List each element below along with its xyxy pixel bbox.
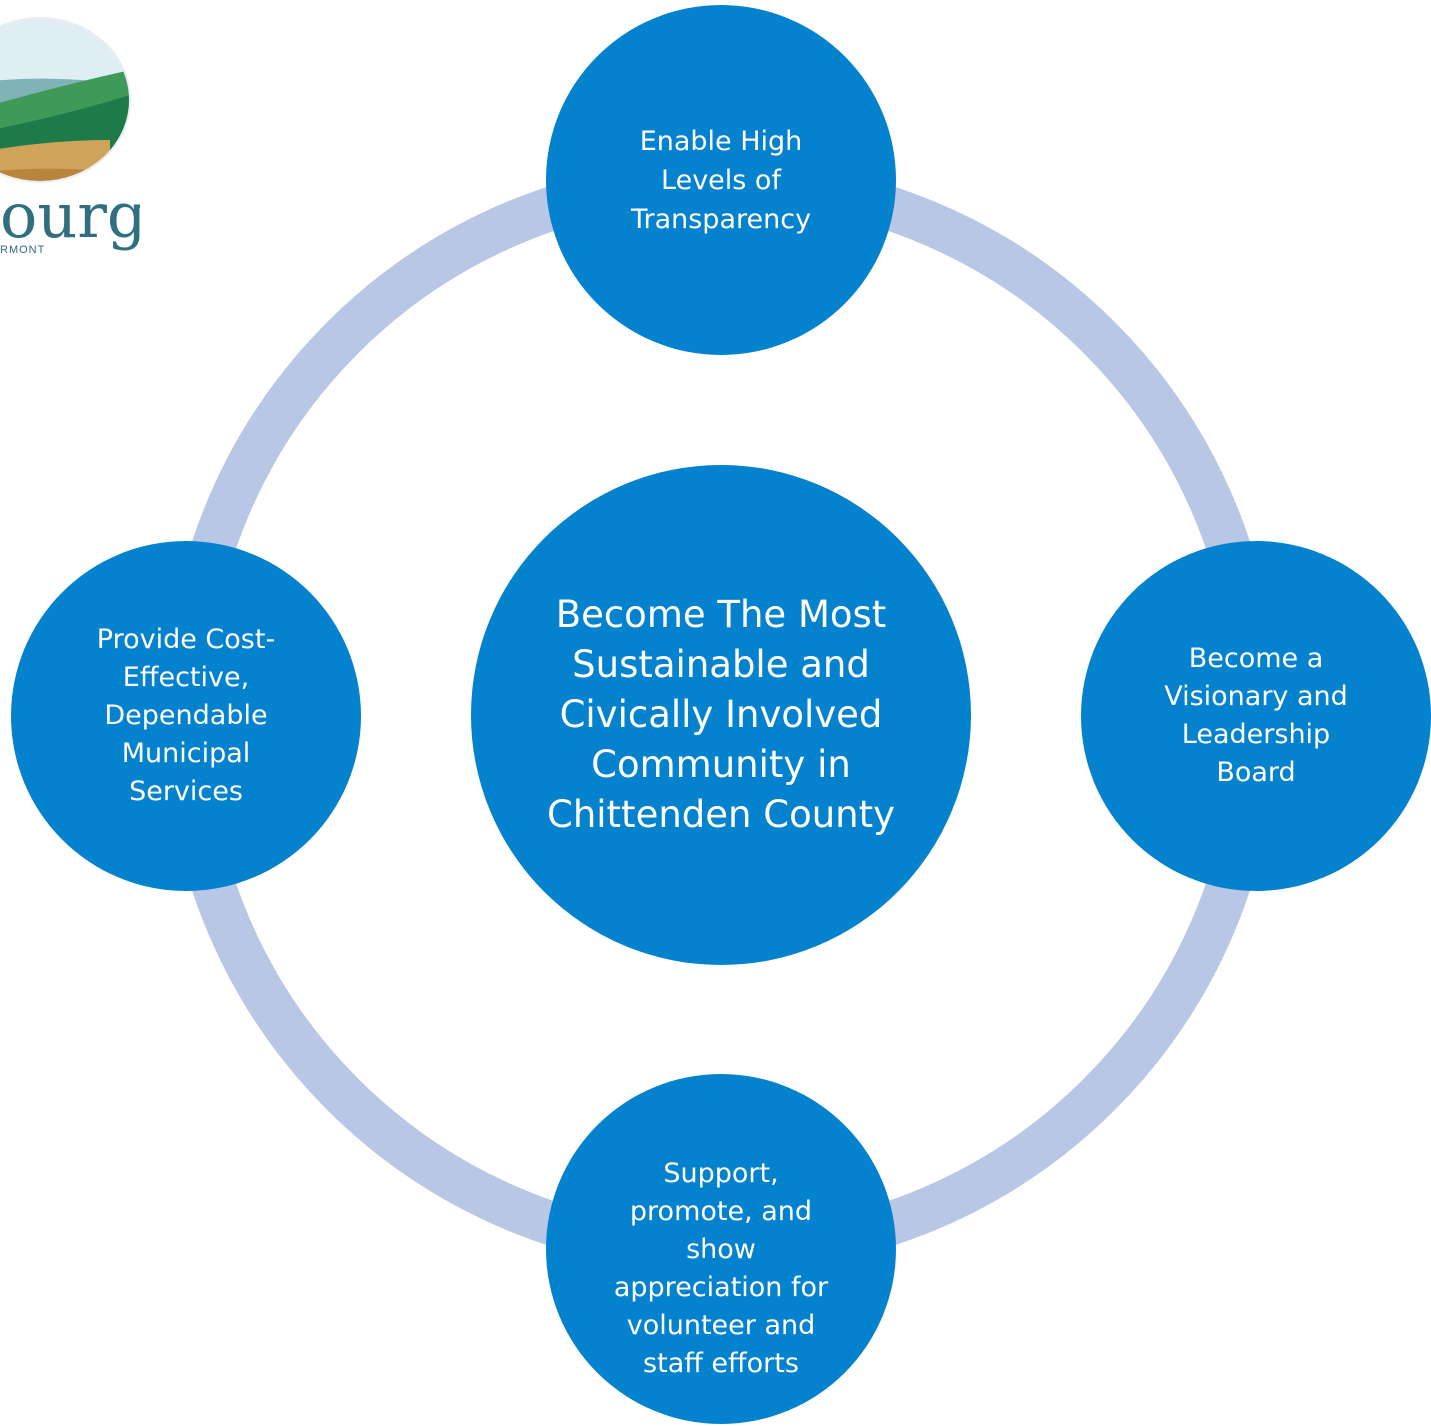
node-visionary-board-label: Become a Visionary and Leadership Board bbox=[1164, 643, 1348, 788]
town-logo: ourg RMONT bbox=[0, 0, 140, 270]
logo-subtext: RMONT bbox=[0, 244, 46, 256]
node-transparency-label: Enable High Levels of Transparency bbox=[630, 125, 812, 235]
node-central-goal: Become The Most Sustainable and Civicall… bbox=[471, 465, 971, 965]
logo-wordmark: ourg bbox=[0, 179, 140, 252]
node-volunteer-support: Support, promote, and show appreciation … bbox=[546, 1074, 896, 1424]
node-municipal-services-label: Provide Cost- Effective, Dependable Muni… bbox=[96, 624, 276, 807]
node-visionary-board: Become a Visionary and Leadership Board bbox=[1081, 541, 1431, 891]
logo-landscape-image bbox=[0, 17, 131, 183]
node-transparency: Enable High Levels of Transparency bbox=[546, 5, 896, 355]
node-volunteer-support-label: Support, promote, and show appreciation … bbox=[613, 1158, 829, 1379]
node-municipal-services: Provide Cost- Effective, Dependable Muni… bbox=[11, 541, 361, 891]
node-central-goal-label: Become The Most Sustainable and Civicall… bbox=[546, 593, 896, 836]
